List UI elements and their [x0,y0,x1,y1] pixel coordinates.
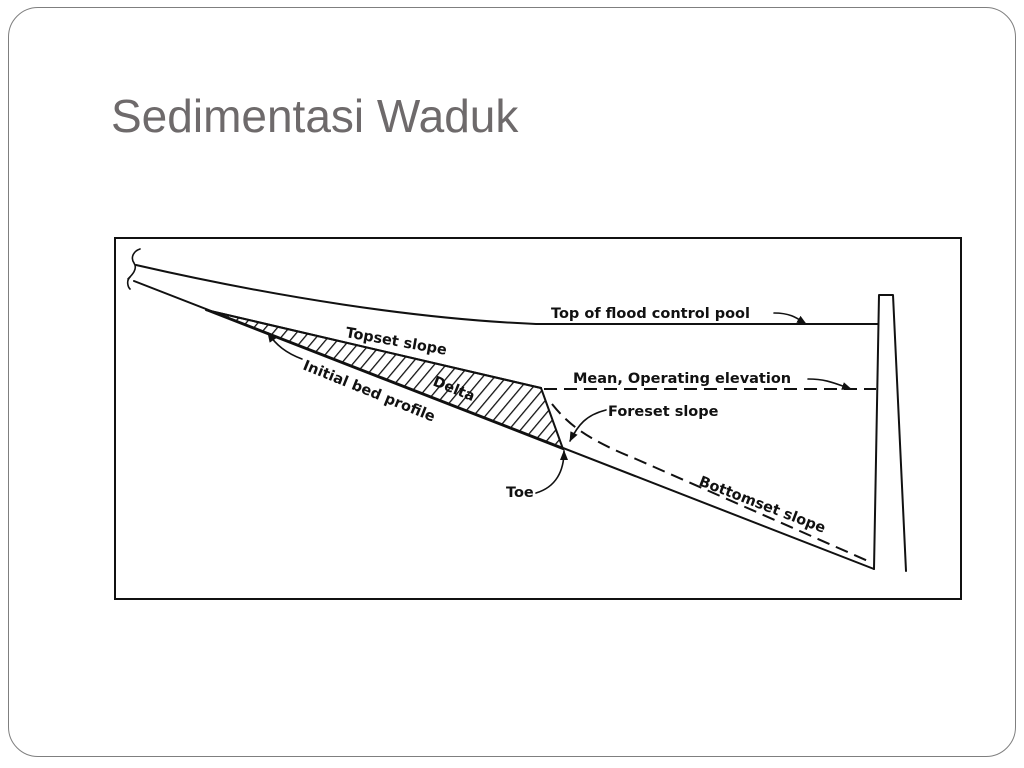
bottomset-slope-line [551,403,869,562]
initial-bed-leader [267,332,303,360]
topset-slope-line [205,309,542,389]
label-foreset-slope: Foreset slope [608,404,719,420]
dam-structure [873,294,907,572]
flood-control-pool-line [135,264,879,325]
toe-leader [535,450,568,494]
slide-title: Sedimentasi Waduk [111,90,519,142]
initial-bed-profile-line [133,280,875,570]
foreset-leader [569,409,607,442]
label-toe: Toe [506,485,534,501]
left-break-mark-lower [126,276,131,290]
label-bottomset-slope: Bottomset slope [697,474,828,537]
label-top-of-flood-control-pool: Top of flood control pool [551,306,750,322]
operating-elevation-leader [807,378,852,390]
label-mean-operating-elevation: Mean, Operating elevation [573,371,791,387]
left-break-mark [127,248,141,280]
flood-pool-leader [773,312,807,325]
reservoir-sedimentation-diagram: Top of flood control pool Topset slope M… [114,237,962,600]
